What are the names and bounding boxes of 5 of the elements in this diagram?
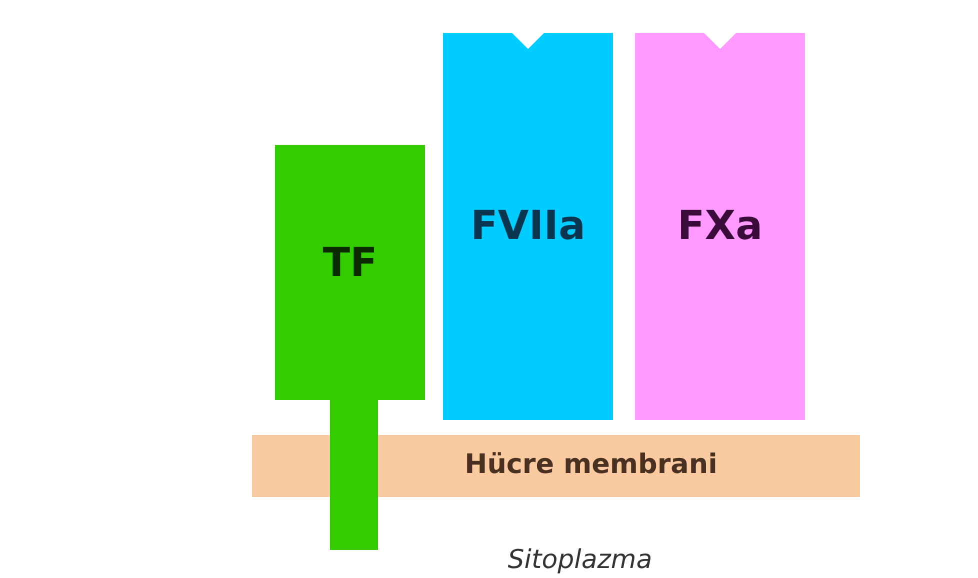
- membrane-label: Hücre membrani: [464, 449, 718, 480]
- protein-label: TF: [322, 240, 378, 286]
- protein-label: FXa: [676, 203, 764, 249]
- region-label: Sitoplazma: [506, 545, 654, 575]
- protein-label: FVIIa: [469, 203, 587, 249]
